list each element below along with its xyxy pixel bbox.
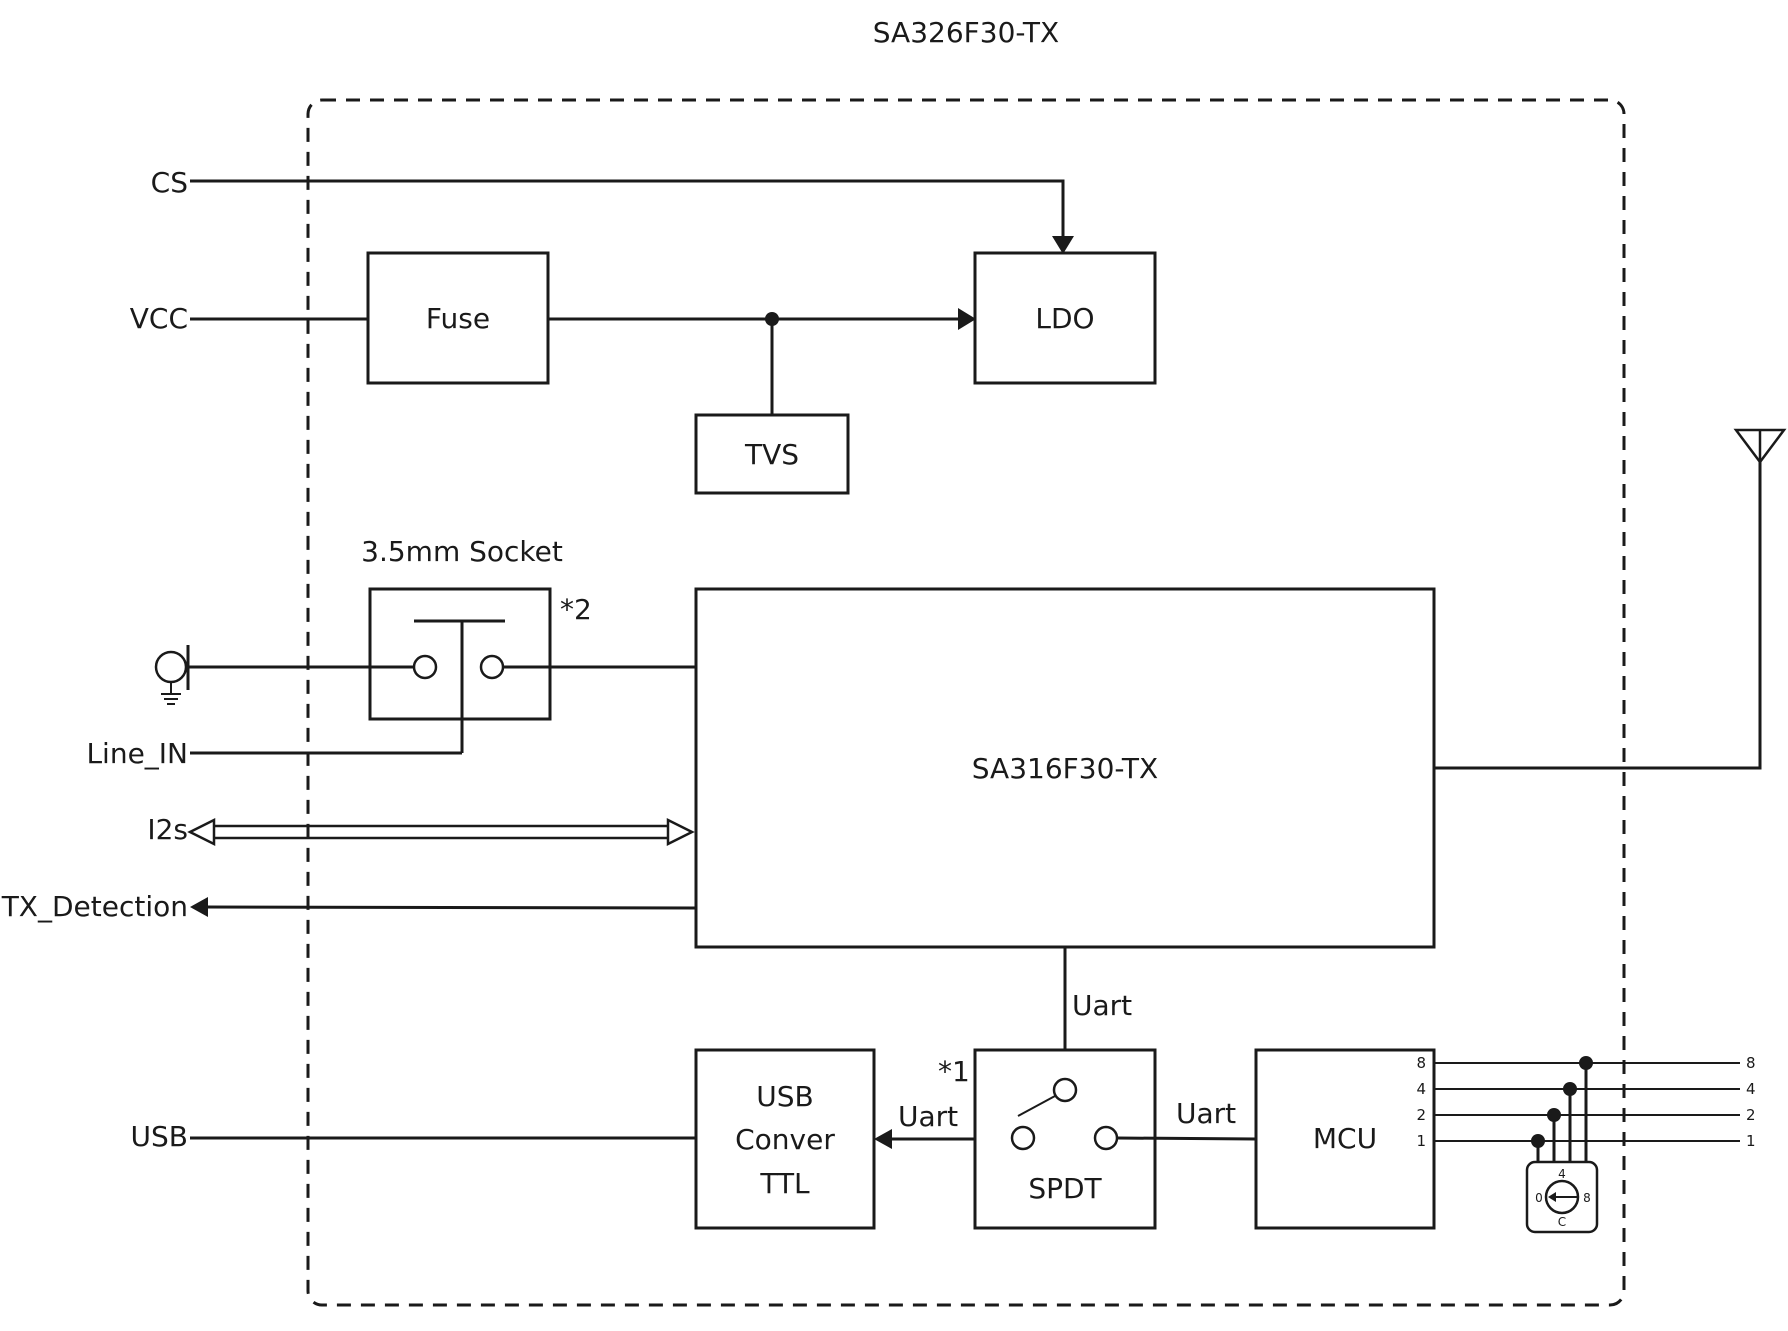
i2s-bus-arrow-icon — [187, 817, 695, 847]
signal-line-in-label: Line_IN — [86, 737, 188, 770]
spdt-contact-a — [1010, 1125, 1036, 1151]
rotary-switch-icon — [1525, 1160, 1599, 1234]
signal-i2s-label: I2s — [147, 813, 188, 846]
ground-icon — [161, 682, 181, 705]
rotary-label-left: 0 — [1535, 1191, 1543, 1205]
signal-usb-label: USB — [131, 1120, 188, 1153]
main-chip-block — [694, 587, 1436, 949]
ldo-input-arrow-icon — [958, 308, 976, 330]
socket-block — [368, 587, 552, 721]
main-chip-label: SA316F30-TX — [972, 752, 1158, 785]
usb-side-arrow-icon — [874, 1129, 892, 1149]
socket-contact-right — [479, 654, 505, 680]
mcu-label: MCU — [1313, 1122, 1377, 1155]
antenna-icon — [1733, 428, 1787, 465]
usb-converter-block — [694, 1048, 876, 1230]
uart-label-spdt-mcu: Uart — [1176, 1097, 1236, 1130]
antenna-wire — [1434, 460, 1762, 770]
spdt-common-contact — [1052, 1077, 1078, 1103]
spdt-contact-b — [1093, 1125, 1119, 1151]
tvs-label: TVS — [744, 438, 799, 471]
cs-arrow-icon — [1052, 236, 1074, 254]
note-2: *2 — [560, 593, 592, 626]
right-pin-8: 8 — [1746, 1054, 1756, 1072]
spdt-blade — [1017, 1095, 1056, 1117]
diagram-title: SA326F30-TX — [873, 16, 1059, 49]
socket-contact-left — [412, 654, 438, 680]
right-pin-1: 1 — [1746, 1132, 1756, 1150]
ldo-block — [973, 251, 1157, 385]
module-boundary — [306, 98, 1626, 1307]
right-pin-4: 4 — [1746, 1080, 1756, 1098]
tx-detection-arrow-icon — [190, 897, 208, 917]
mcu-pin-8: 8 — [1416, 1054, 1426, 1072]
uart-label-main-spdt: Uart — [1072, 989, 1132, 1022]
spdt-label: SPDT — [1028, 1172, 1102, 1205]
rotary-switch-wiring — [1531, 1056, 1593, 1162]
usb-converter-label-line2: Conver — [735, 1123, 835, 1156]
usb-converter-label-line3: TTL — [759, 1167, 810, 1200]
usb-converter-label-line1: USB — [756, 1080, 813, 1113]
socket-label: 3.5mm Socket — [361, 535, 563, 568]
signal-vcc-label: VCC — [130, 302, 188, 335]
right-pin-2: 2 — [1746, 1106, 1756, 1124]
note-1: *1 — [938, 1055, 970, 1088]
mcu-pin-4: 4 — [1416, 1080, 1426, 1098]
mcu-pin-1: 1 — [1416, 1132, 1426, 1150]
tx-detection-wire — [203, 905, 697, 910]
ldo-label: LDO — [1035, 302, 1094, 335]
tvs-block — [694, 413, 850, 495]
fuse-label: Fuse — [426, 302, 490, 335]
cs-wire — [190, 179, 1065, 238]
rotary-label-right: 8 — [1583, 1191, 1591, 1205]
rotary-label-bottom: C — [1558, 1215, 1566, 1229]
mcu-pin-2: 2 — [1416, 1106, 1426, 1124]
rotary-label-top: 4 — [1558, 1167, 1566, 1181]
signal-cs-label: CS — [151, 166, 188, 199]
spdt-mcu-uart-wire — [1116, 1136, 1257, 1141]
signal-tx-detection-label: TX_Detection — [1, 890, 188, 923]
uart-label-usb-spdt: Uart — [898, 1100, 958, 1133]
mcu-block — [1254, 1048, 1436, 1230]
